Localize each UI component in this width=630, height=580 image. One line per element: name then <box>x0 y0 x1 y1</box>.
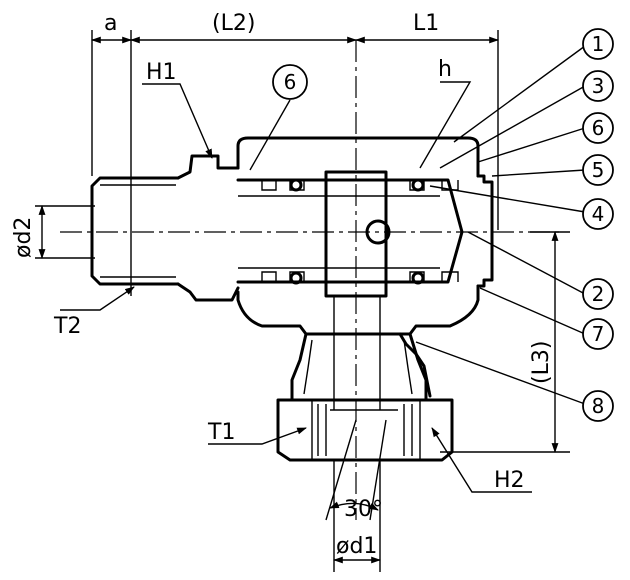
callout-number: 6 <box>284 70 297 94</box>
dim-l2: (L2) <box>212 11 255 36</box>
dim-l1: L1 <box>413 11 439 36</box>
callout-number: 8 <box>592 394 605 418</box>
dim-h1: H1 <box>146 60 177 85</box>
callout-leaders <box>249 45 586 405</box>
dim-l3: (L3) <box>529 341 554 384</box>
callout-number: 1 <box>592 32 605 56</box>
dim-angle: 30° <box>344 497 383 522</box>
callout-number: 4 <box>592 202 605 226</box>
dim-d2: ød2 <box>11 217 36 258</box>
callout-bubble-2: 2 <box>582 278 614 310</box>
dim-d1: ød1 <box>336 534 377 559</box>
dim-t1: T1 <box>207 420 235 445</box>
callout-number: 6 <box>592 116 605 140</box>
callout-bubble-4: 4 <box>582 198 614 230</box>
dim-t2: T2 <box>53 314 81 339</box>
callout-bubble-6-top: 6 <box>272 64 308 100</box>
dimension-labels: a (L2) L1 H1 h ød2 T2 T1 (L3) H2 30° ød1 <box>11 11 554 559</box>
callout-number: 3 <box>592 74 605 98</box>
callout-bubble-5: 5 <box>582 154 614 186</box>
dimension-lines <box>35 30 570 572</box>
callout-number: 5 <box>592 158 605 182</box>
dim-h: h <box>438 57 452 82</box>
callout-bubble-1: 1 <box>582 28 614 60</box>
dim-a: a <box>104 11 117 36</box>
dim-h2: H2 <box>494 468 525 493</box>
callout-number: 2 <box>592 282 605 306</box>
callout-number: 7 <box>592 322 605 346</box>
callout-bubble-8: 8 <box>582 390 614 422</box>
callout-bubble-6-right: 6 <box>582 112 614 144</box>
callout-bubble-7: 7 <box>582 318 614 350</box>
callout-bubble-3: 3 <box>582 70 614 102</box>
centerlines <box>60 40 560 520</box>
